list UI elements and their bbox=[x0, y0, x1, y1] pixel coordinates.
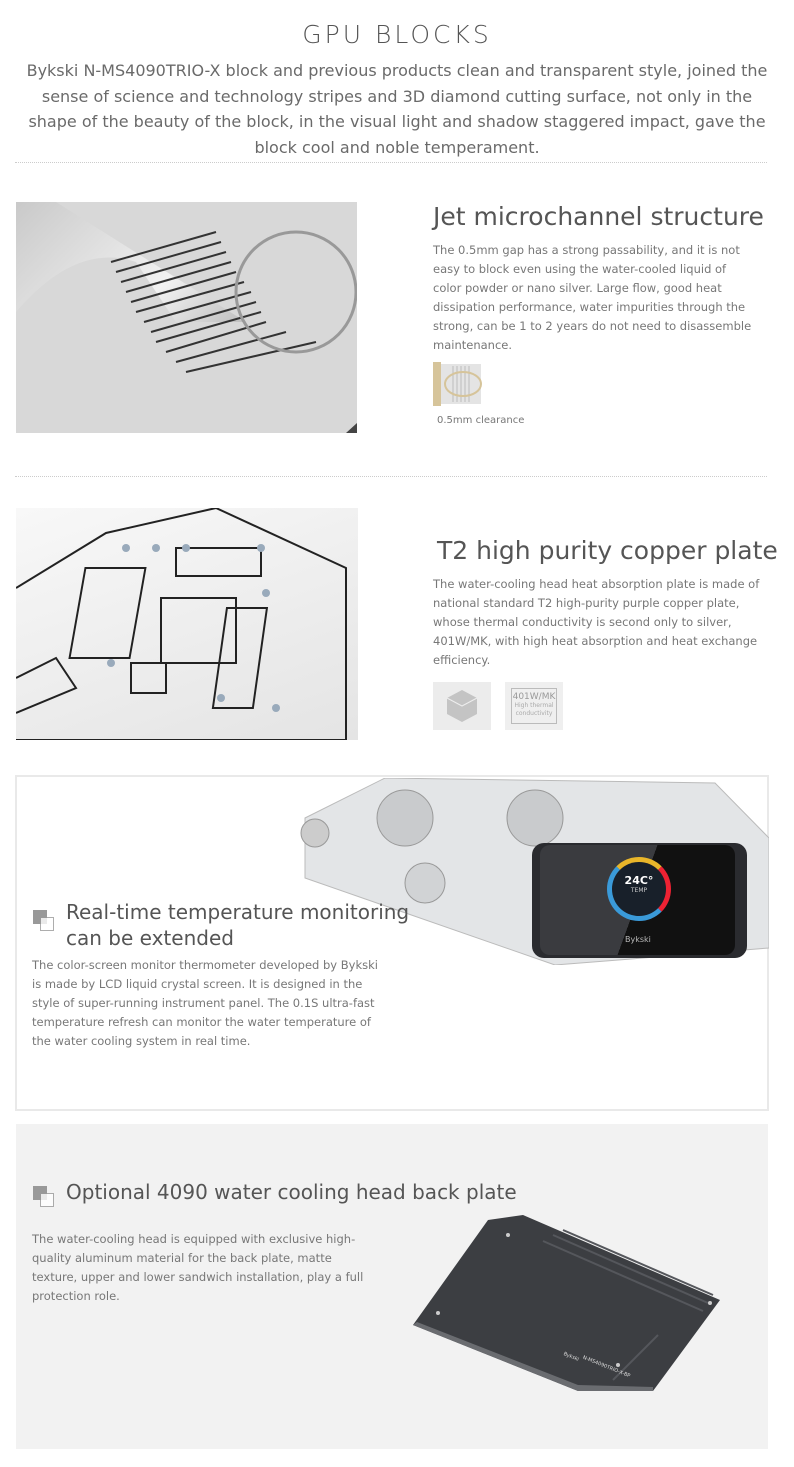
microchannel-image bbox=[16, 202, 357, 433]
conductivity-badge: 401W/MK High thermal conductivity bbox=[505, 682, 563, 730]
conductivity-value: 401W/MK bbox=[512, 692, 556, 702]
copper-plate-image bbox=[16, 508, 358, 740]
clearance-icon bbox=[433, 362, 483, 408]
page-title: GPU BLOCKS bbox=[302, 20, 492, 49]
lcd-screen: 24C° TEMP Bykski bbox=[540, 845, 735, 955]
section-text: The water-cooling head is equipped with … bbox=[32, 1232, 364, 1303]
section-title: T2 high purity copper plate bbox=[437, 536, 778, 565]
divider bbox=[15, 162, 767, 163]
screen-temp-label: TEMP bbox=[630, 887, 648, 894]
title-line-1: Real-time temperature monitoring bbox=[66, 900, 410, 924]
bullet-square-icon bbox=[33, 1186, 55, 1208]
backplate-image: Bykski N-MS4090TRIO-X-BP bbox=[413, 1215, 720, 1391]
bullet-square-icon bbox=[33, 910, 55, 932]
intro-text: Bykski N-MS4090TRIO-X block and previous… bbox=[26, 61, 768, 157]
conductivity-caption: High thermal conductivity bbox=[514, 702, 554, 717]
clearance-label: 0.5mm clearance bbox=[437, 415, 525, 426]
screen-temp: 24C° bbox=[624, 874, 654, 887]
title-line-2: can be extended bbox=[66, 926, 234, 950]
section-title: Jet microchannel structure bbox=[433, 202, 764, 231]
section-text: The color-screen monitor thermometer dev… bbox=[32, 958, 378, 1048]
section-text: The water-cooling head heat absorption p… bbox=[433, 577, 760, 667]
copper-cube-icon bbox=[433, 682, 491, 730]
section-text: The 0.5mm gap has a strong passability, … bbox=[433, 243, 752, 352]
section-title: Optional 4090 water cooling head back pl… bbox=[66, 1180, 517, 1204]
screen-brand: Bykski bbox=[625, 935, 651, 944]
divider bbox=[15, 476, 767, 477]
